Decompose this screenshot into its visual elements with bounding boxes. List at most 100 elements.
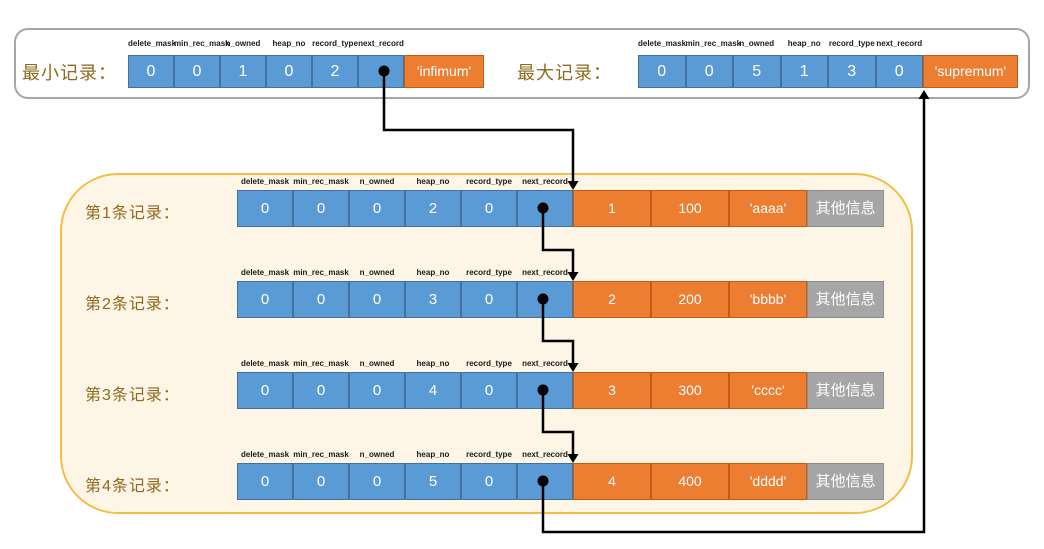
field-value-cell: 1 bbox=[780, 55, 828, 88]
field-value-cell: 0 bbox=[638, 55, 686, 88]
field-value-cell: 0 bbox=[237, 190, 293, 227]
field-value-cell: 0 bbox=[685, 55, 733, 88]
record-data-cell: 'bbbb' bbox=[729, 281, 807, 318]
field-value-cell: 4 bbox=[405, 372, 461, 409]
record-label: 第3条记录： bbox=[85, 387, 180, 404]
record-data-cell: 4 bbox=[573, 463, 651, 500]
field-header: min_rec_mask bbox=[293, 359, 349, 368]
field-value-cell: 0 bbox=[266, 55, 312, 88]
record-data-cell: 1 bbox=[573, 190, 651, 227]
field-header: n_owned bbox=[225, 39, 261, 48]
field-header: n_owned bbox=[359, 177, 395, 186]
record-name-cell: 'infimum' bbox=[404, 55, 484, 88]
field-value-cell bbox=[358, 55, 404, 88]
field-header: next_record bbox=[522, 359, 568, 368]
record-label: 第1条记录： bbox=[85, 205, 180, 222]
field-value-cell: 0 bbox=[349, 372, 405, 409]
record-data-cell: 3 bbox=[573, 372, 651, 409]
field-value-cell: 0 bbox=[461, 463, 517, 500]
field-header: record_type bbox=[828, 39, 875, 48]
field-value-cell: 0 bbox=[875, 55, 923, 88]
field-header: min_rec_mask bbox=[174, 39, 230, 48]
field-header: delete_mask bbox=[638, 39, 687, 48]
field-header: record_type bbox=[466, 359, 512, 368]
record-data-cell: 200 bbox=[651, 281, 729, 318]
record-name-cell: 'supremum' bbox=[923, 55, 1018, 88]
other-info-cell: 其他信息 bbox=[807, 190, 884, 227]
field-header: min_rec_mask bbox=[293, 450, 349, 459]
field-header: record_type bbox=[466, 268, 512, 277]
field-header: heap_no bbox=[787, 39, 821, 48]
other-info-cell: 其他信息 bbox=[807, 372, 884, 409]
field-header: heap_no bbox=[272, 39, 306, 48]
field-header: n_owned bbox=[739, 39, 775, 48]
record-data-cell: 100 bbox=[651, 190, 729, 227]
field-header: heap_no bbox=[416, 359, 450, 368]
field-header: delete_mask bbox=[240, 450, 290, 459]
field-header: next_record bbox=[522, 268, 568, 277]
record-label: 第2条记录： bbox=[85, 296, 180, 313]
other-info-cell: 其他信息 bbox=[807, 281, 884, 318]
record-label: 第4条记录： bbox=[85, 478, 180, 495]
field-value-cell: 5 bbox=[733, 55, 781, 88]
field-value-cell: 0 bbox=[293, 190, 349, 227]
field-header: min_rec_mask bbox=[293, 268, 349, 277]
field-header: delete_mask bbox=[240, 177, 290, 186]
field-header: delete_mask bbox=[240, 359, 290, 368]
field-header: delete_mask bbox=[128, 39, 177, 48]
field-header: n_owned bbox=[359, 359, 395, 368]
field-value-cell: 0 bbox=[293, 372, 349, 409]
field-header: delete_mask bbox=[240, 268, 290, 277]
field-header: next_record bbox=[522, 177, 568, 186]
field-value-cell: 0 bbox=[293, 281, 349, 318]
field-value-cell: 3 bbox=[405, 281, 461, 318]
field-header: heap_no bbox=[416, 450, 450, 459]
record-data-cell: 2 bbox=[573, 281, 651, 318]
other-info-cell: 其他信息 bbox=[807, 463, 884, 500]
field-value-cell: 2 bbox=[312, 55, 358, 88]
field-value-cell: 0 bbox=[174, 55, 220, 88]
field-header: min_rec_mask bbox=[293, 177, 349, 186]
field-value-cell: 5 bbox=[405, 463, 461, 500]
field-value-cell: 3 bbox=[828, 55, 876, 88]
field-value-cell: 0 bbox=[461, 281, 517, 318]
min-record-label: 最小记录： bbox=[22, 63, 117, 83]
field-value-cell: 0 bbox=[461, 372, 517, 409]
record-data-cell: 300 bbox=[651, 372, 729, 409]
field-value-cell: 0 bbox=[237, 281, 293, 318]
field-value-cell: 1 bbox=[220, 55, 266, 88]
field-value-cell: 0 bbox=[293, 463, 349, 500]
field-value-cell bbox=[517, 190, 573, 227]
field-header: record_type bbox=[466, 177, 512, 186]
field-header: n_owned bbox=[359, 268, 395, 277]
field-header: next_record bbox=[876, 39, 923, 48]
field-header: n_owned bbox=[359, 450, 395, 459]
field-header: next_record bbox=[522, 450, 568, 459]
field-value-cell: 0 bbox=[128, 55, 174, 88]
field-header: min_rec_mask bbox=[685, 39, 742, 48]
max-record-label: 最大记录： bbox=[517, 63, 612, 83]
field-value-cell: 0 bbox=[349, 281, 405, 318]
field-value-cell: 0 bbox=[237, 463, 293, 500]
field-value-cell: 0 bbox=[349, 190, 405, 227]
field-header: heap_no bbox=[416, 177, 450, 186]
record-data-cell: 'cccc' bbox=[729, 372, 807, 409]
record-data-cell: 'aaaa' bbox=[729, 190, 807, 227]
field-value-cell: 2 bbox=[405, 190, 461, 227]
field-header: record_type bbox=[312, 39, 358, 48]
record-data-cell: 400 bbox=[651, 463, 729, 500]
field-header: record_type bbox=[466, 450, 512, 459]
record-data-cell: 'dddd' bbox=[729, 463, 807, 500]
